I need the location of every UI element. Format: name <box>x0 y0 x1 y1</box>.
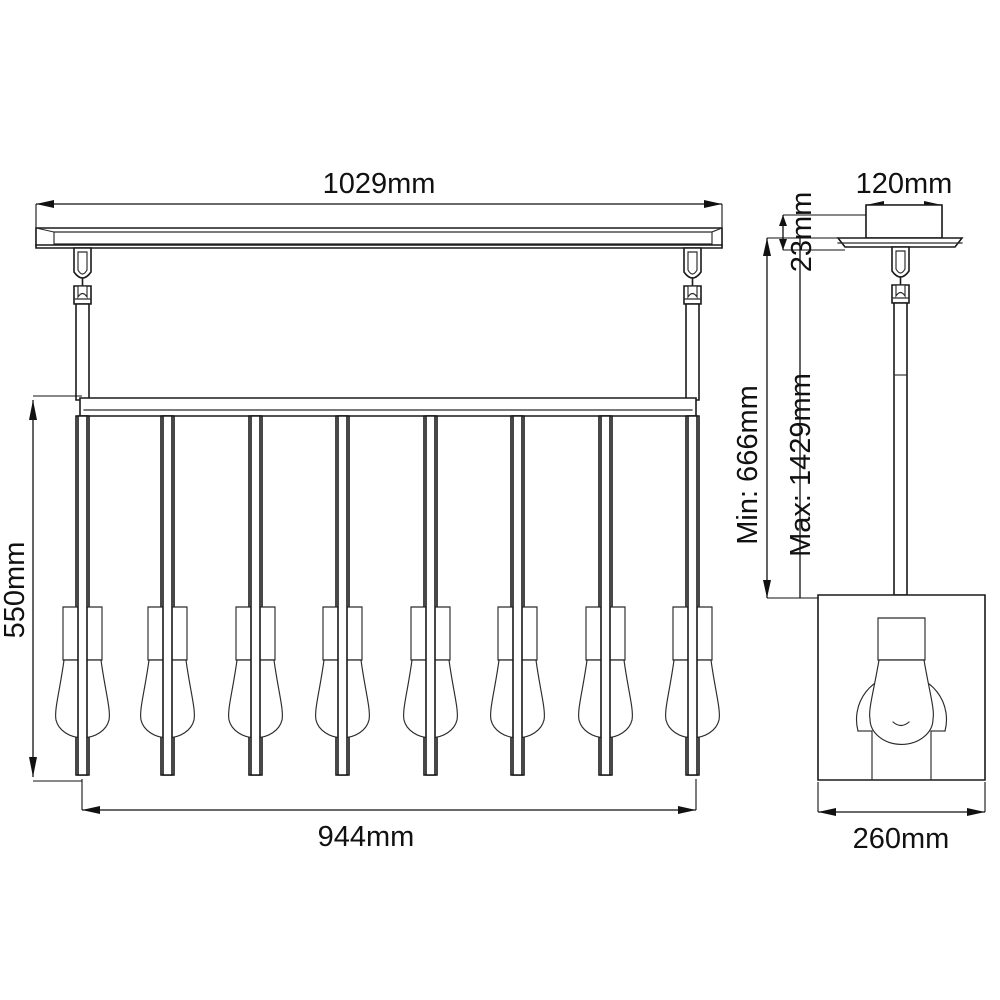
dimension-label-min-height: Min: 666mm <box>732 385 764 545</box>
front-elevation-view: 1029mm <box>0 168 723 853</box>
fixture-side-body <box>817 594 986 781</box>
dimension-label-body-depth: 260mm <box>853 823 950 855</box>
dimension-label-body-drop: 550mm <box>0 542 31 639</box>
rail-body <box>79 397 697 417</box>
dimension-body-depth: 260mm <box>817 782 986 855</box>
bulb-assembly <box>578 415 633 776</box>
dimension-label-body-length: 944mm <box>318 821 415 853</box>
canopy-plate <box>35 227 723 249</box>
bulb-assembly <box>403 415 458 776</box>
bulb-assembly <box>315 415 370 776</box>
dimension-label-canopy-length: 1029mm <box>323 168 436 200</box>
suspension-connector-left <box>73 247 92 401</box>
dimension-label-canopy-height: 23mm <box>786 192 818 273</box>
dimension-canopy-length: 1029mm <box>35 168 723 248</box>
canopy-side-profile <box>836 204 964 248</box>
dimension-max-height: Max: 1429mm <box>785 238 817 598</box>
bulb-assembly <box>665 415 720 776</box>
suspension-connector-side <box>891 246 910 596</box>
dimension-canopy-height: 23mm <box>779 192 866 273</box>
dimension-body-length: 944mm <box>81 779 697 853</box>
bulb-assembly <box>228 415 283 776</box>
suspension-connector-right <box>683 247 702 401</box>
bulb-assembly <box>490 415 545 776</box>
bulb-assembly-group <box>55 415 720 776</box>
bulb-assembly <box>140 415 195 776</box>
bulb-assembly <box>55 415 110 776</box>
dimension-min-height: Min: 666mm <box>732 237 838 599</box>
side-elevation-view: 120mm 23mm <box>732 168 986 855</box>
dimension-label-max-height: Max: 1429mm <box>785 373 817 557</box>
dimension-label-canopy-depth: 120mm <box>856 168 953 200</box>
dimension-body-drop: 550mm <box>0 395 82 782</box>
